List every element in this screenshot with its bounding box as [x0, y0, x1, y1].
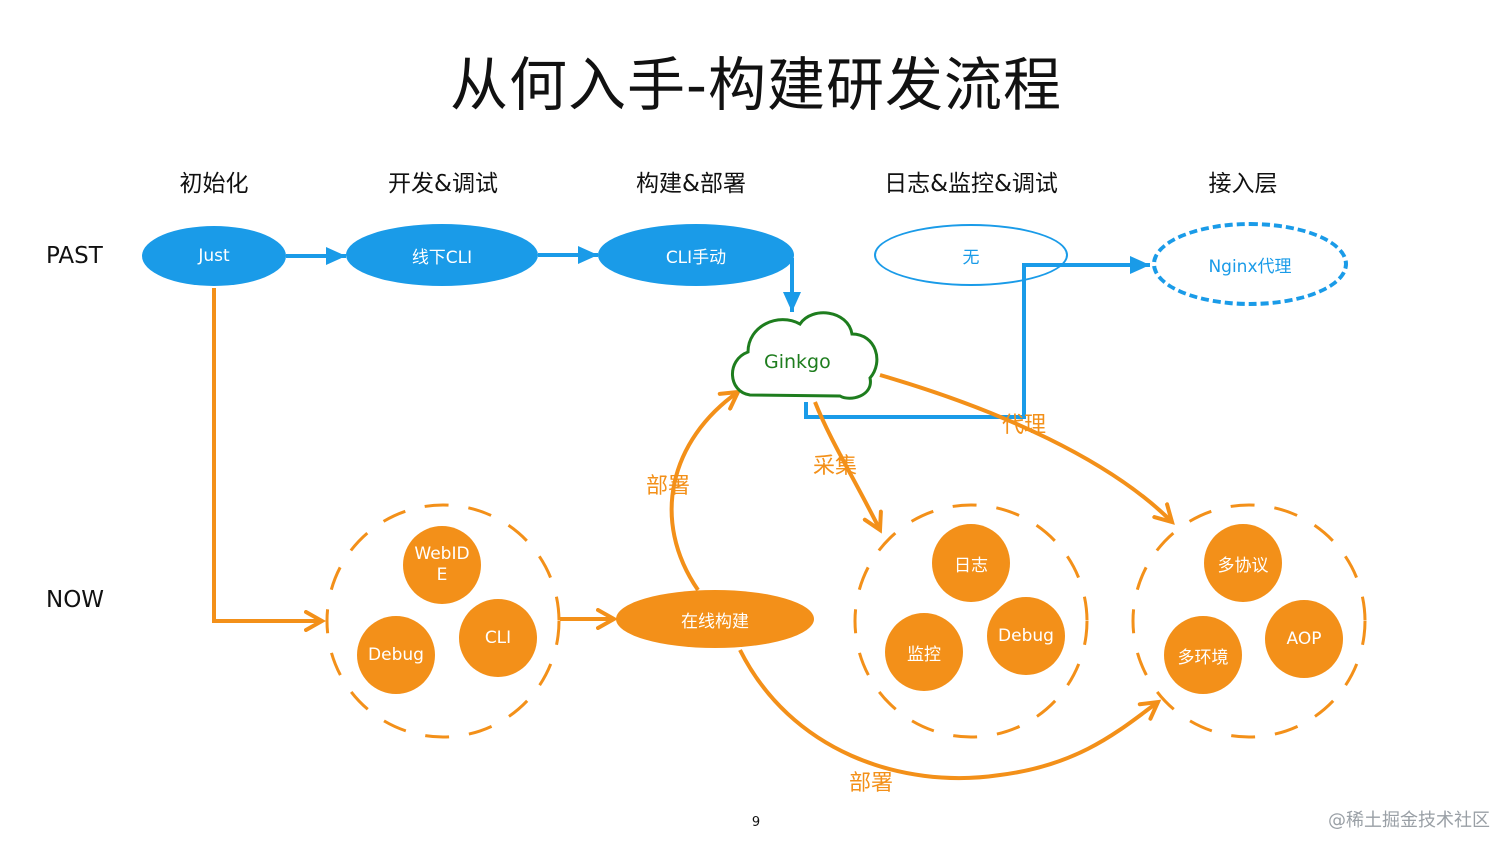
edge-label-proxy: 代理: [1002, 413, 1047, 438]
node-monitor: 监控: [885, 613, 963, 691]
watermark: @稀土掘金技术社区: [1328, 810, 1490, 831]
arrow-ginkgo-to-nginx: [804, 256, 1150, 419]
page-number: 9: [751, 815, 761, 830]
stage-access-layer: 接入层: [1208, 171, 1278, 197]
node-log: 日志: [932, 524, 1010, 602]
arrow-online-to-ginkgo: [669, 392, 738, 592]
stage-log-monitor: 日志&监控&调试: [884, 171, 1058, 197]
node-cli-manual: CLI手动: [598, 224, 794, 286]
node-debug-monitor: Debug: [987, 597, 1065, 675]
node-webide: WebIDE: [403, 526, 481, 604]
edge-label-deploy-up: 部署: [646, 474, 691, 499]
group-access-layer: [1131, 503, 1367, 739]
node-none: 无: [874, 224, 1068, 286]
stage-dev-debug: 开发&调试: [388, 171, 498, 197]
node-aop: AOP: [1265, 600, 1343, 678]
edge-label-collect: 采集: [813, 454, 858, 479]
node-just: Just: [142, 226, 286, 286]
arrow-ginkgo-to-log-group: [813, 401, 880, 530]
node-multi-env: 多环境: [1164, 616, 1242, 694]
slide-title: 从何入手-构建研发流程: [450, 51, 1062, 119]
row-label-past: PAST: [46, 243, 103, 269]
edge-label-deploy-down: 部署: [849, 771, 894, 796]
row-label-now: NOW: [46, 587, 105, 613]
node-offline-cli: 线下CLI: [346, 224, 538, 286]
node-nginx-proxy: Nginx代理: [1152, 222, 1348, 306]
arrow-ginkgo-to-access-group: [879, 373, 1172, 522]
stage-build-deploy: 构建&部署: [636, 171, 746, 197]
node-debug: Debug: [357, 616, 435, 694]
node-cli: CLI: [459, 599, 537, 677]
group-dev-debug: [325, 503, 561, 739]
ginkgo-label: Ginkgo: [764, 351, 831, 373]
arrow-online-to-access-group: [738, 649, 1158, 780]
node-multi-protocol: 多协议: [1204, 524, 1282, 602]
node-online-build: 在线构建: [616, 590, 814, 648]
ginkgo-cloud-shape: [731, 311, 879, 400]
group-log-monitor: [853, 503, 1089, 739]
stage-init: 初始化: [179, 171, 249, 197]
arrow-just-to-dev-group: [212, 288, 322, 621]
